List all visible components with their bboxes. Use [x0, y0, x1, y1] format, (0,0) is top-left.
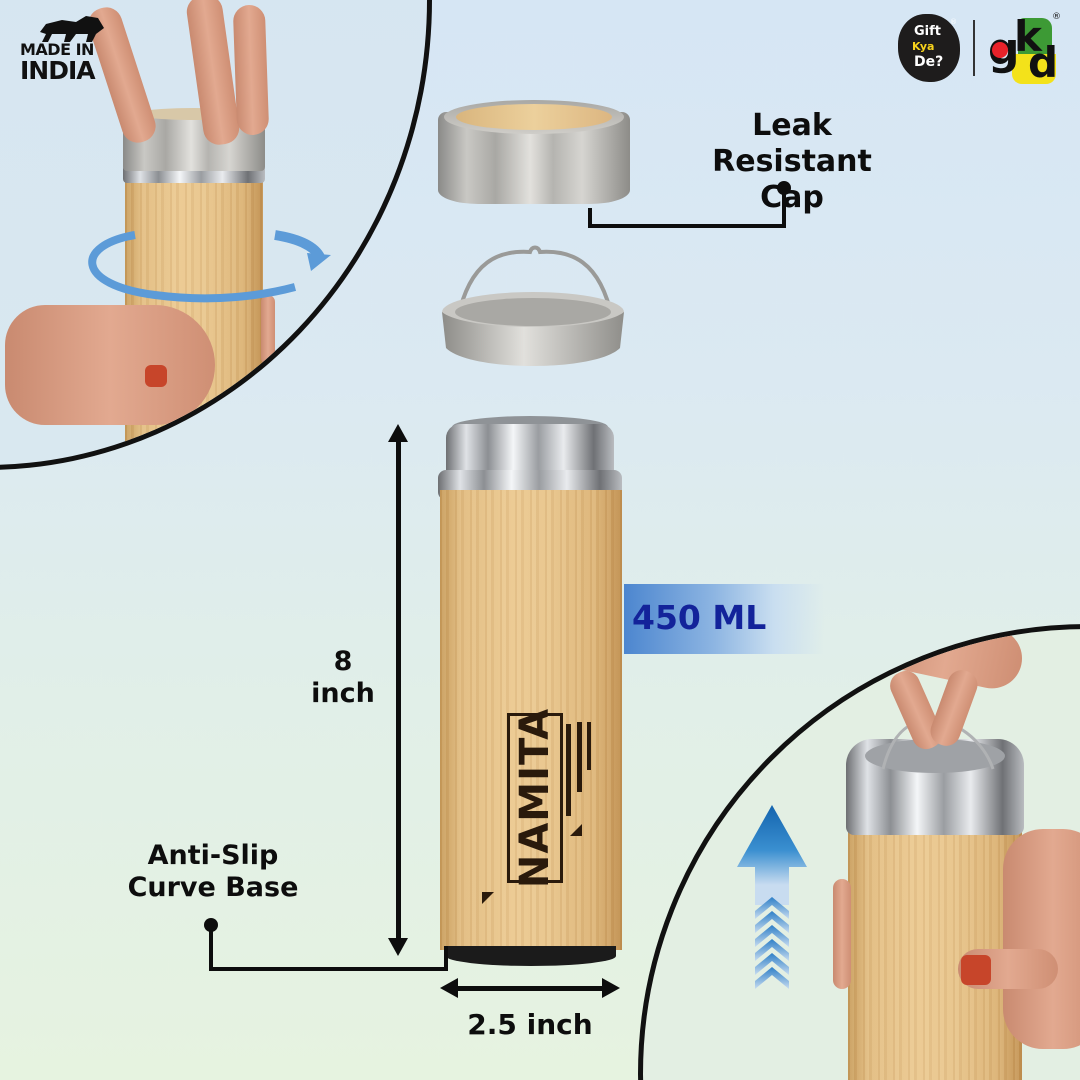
logo-divider: [973, 20, 975, 76]
engraving-line: [566, 724, 571, 816]
finger: [232, 4, 270, 136]
gift-kya-de-logo: Gift Kya De? ®: [898, 14, 960, 82]
logo-word-kya: Kya: [912, 40, 935, 53]
registered-mark: ®: [950, 18, 957, 26]
arrow-head-right: [602, 978, 620, 998]
arrow-head-left: [440, 978, 458, 998]
gkd-yellow-block: [1012, 54, 1056, 84]
anti-slip-base-callout: Anti-Slip Curve Base: [118, 840, 308, 905]
engraving-line: [587, 722, 591, 770]
arrow-head-down: [388, 938, 408, 956]
finger-tips-left: [833, 879, 851, 989]
capacity-label: 450 ML: [632, 598, 767, 637]
gkd-letter-k: k: [1014, 12, 1042, 61]
fingernail: [961, 955, 991, 985]
callout-line: [588, 224, 786, 228]
callout-line: [588, 208, 592, 228]
up-arrow-icon: [737, 805, 807, 989]
height-value: 8: [333, 646, 353, 677]
capacity-band: [624, 584, 824, 654]
callout-text-line2: Cap: [760, 180, 824, 215]
gkd-letter-d: d: [1028, 38, 1059, 87]
india-label: INDIA: [20, 56, 96, 85]
width-label: 2.5 inch: [467, 1008, 593, 1041]
callout-line: [209, 967, 447, 971]
finger-tip: [261, 295, 275, 365]
tea-infuser: [442, 245, 624, 366]
holding-hand: [5, 305, 215, 425]
callout-dot: [204, 918, 218, 932]
engraving-triangle: [482, 892, 494, 904]
logo-word-de: De?: [914, 54, 944, 70]
height-dimension-line: [396, 438, 401, 940]
holding-hand: [1003, 829, 1080, 1049]
registered-mark: ®: [1052, 12, 1061, 22]
made-in-label: MADE IN: [20, 40, 94, 59]
lion-icon: [40, 16, 104, 42]
engraving-line: [577, 722, 582, 792]
engraved-name: NAMITA: [507, 708, 563, 888]
cap-bamboo-top: [456, 104, 612, 130]
callout-line: [444, 946, 448, 971]
height-unit: inch: [311, 678, 375, 710]
width-dimension-line: [452, 986, 608, 991]
height-label: 8 inch: [300, 646, 386, 711]
logo-word-gift: Gift: [914, 24, 941, 39]
engraving: NAMITA: [482, 700, 602, 910]
twist-cap-inset: [0, 0, 432, 470]
callout-text-line2: Curve Base: [127, 872, 299, 904]
lift-infuser-inset: [638, 624, 1080, 1080]
rotate-arrow-icon: [88, 230, 331, 303]
callout-line: [209, 926, 213, 970]
gkd-green-block: [1018, 18, 1052, 54]
leak-resistant-cap-callout: Leak Resistant Cap: [672, 108, 912, 216]
callout-text-line1: Anti-Slip: [147, 840, 279, 871]
callout-text-line1: Leak Resistant: [712, 108, 872, 179]
callout-line: [782, 188, 786, 228]
bottle-body: [440, 490, 622, 950]
gkd-logo: g k d ®: [984, 12, 1064, 87]
arrow-head-up: [388, 424, 408, 442]
fingernail: [145, 365, 167, 387]
made-in-india-badge: MADE IN INDIA: [20, 12, 120, 85]
gkd-red-dot: [992, 42, 1008, 58]
engraving-triangle: [570, 824, 582, 836]
anti-slip-base: [446, 946, 616, 966]
